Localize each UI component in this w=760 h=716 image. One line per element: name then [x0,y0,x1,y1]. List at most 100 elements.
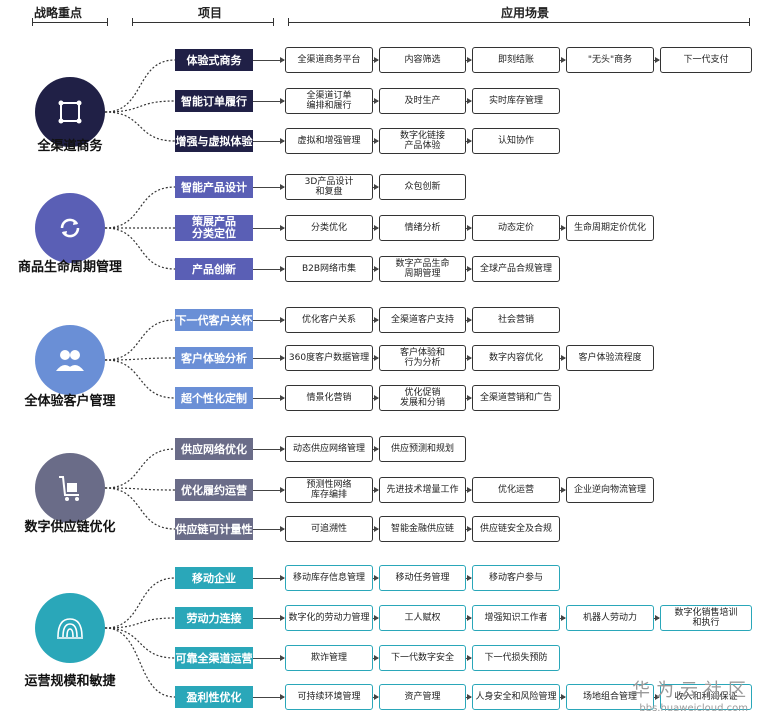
project-box: 盈利性优化 [175,686,253,708]
cycle-icon [60,218,80,238]
arrow-connector [654,694,660,700]
scenario-box: 下一代损失预防 [472,645,560,671]
arrow-connector [373,138,379,144]
scenario-box: 人身安全和风险管理 [472,684,560,710]
focus-circle-g1 [35,77,105,147]
arrow-connector [654,57,660,63]
curve-connector [104,359,176,399]
scenario-box: 先进技术增量工作 [379,477,466,503]
curve-connector [104,627,176,698]
header-focus: 战略重点 [33,6,82,20]
arrow-connector [560,694,566,700]
arrow-connector [253,487,285,493]
arrow-connector [466,57,472,63]
arrow-connector [253,615,285,621]
arrow-connector [373,184,379,190]
curve-connector [104,100,176,113]
arrow-connector [373,655,379,661]
focus-circle-g2 [35,193,105,263]
scenario-box: 动态定价 [472,215,560,241]
scenario-box: 全渠道商务平台 [285,47,373,73]
scenario-box: 资产管理 [379,684,466,710]
scenario-box: 社会营销 [472,307,560,333]
scenario-box: 移动客户参与 [472,565,560,591]
project-box: 移动企业 [175,567,253,589]
arrow-connector [253,57,285,63]
rings-icon [57,618,83,639]
scenario-box: "无头"商务 [566,47,654,73]
scenario-box: 供应预测和规划 [379,436,466,462]
scenario-box: 数字内容优化 [472,345,560,371]
scenario-box: 客户体验和 行为分析 [379,345,466,371]
scenario-box: 及时生产 [379,88,466,114]
arrow-connector [560,225,566,231]
arrow-connector [253,225,285,231]
arrow-connector [253,694,285,700]
scenario-box: 情景化营销 [285,385,373,411]
project-box: 客户体验分析 [175,347,253,369]
scenario-box: 虚拟和增强管理 [285,128,373,154]
curve-connector [104,487,176,530]
scenario-box: 分类优化 [285,215,373,241]
focus-label: 全渠道商务 [37,139,103,154]
scenario-box: 优化运营 [472,477,560,503]
focus-circle-g5 [35,593,105,663]
scenario-box: B2B网络市集 [285,256,373,282]
scenario-box: 智能金融供应链 [379,516,466,542]
arrow-connector [373,98,379,104]
project-box: 增强与虚拟体验 [175,130,253,152]
watermark-text: 华为云社区 [632,680,752,701]
arrow-connector [253,395,285,401]
scenario-box: 数字产品生命 周期管理 [379,256,466,282]
scenario-box: 全渠道营销和广告 [472,385,560,411]
curve-connector [104,577,176,629]
curve-connector [104,227,176,270]
scenario-box: 数字化链接 产品体验 [379,128,466,154]
scenario-box: 可追溯性 [285,516,373,542]
arrow-connector [654,615,660,621]
arrow-connector [466,655,472,661]
scenario-box: 移动任务管理 [379,565,466,591]
arrow-connector [466,694,472,700]
arrow-connector [466,526,472,532]
curve-connector [104,357,176,361]
scenario-box: 增强知识工作者 [472,605,560,631]
arrow-connector [466,138,472,144]
scenario-box: 即刻结账 [472,47,560,73]
scenario-box: 客户体验流程度 [566,345,654,371]
arrow-connector [373,395,379,401]
scenario-box: 内容筛选 [379,47,466,73]
scenario-box: 全球产品合规管理 [472,256,560,282]
scenario-box: 预测性网络 库存编排 [285,477,373,503]
project-box: 超个性化定制 [175,387,253,409]
scenario-box: 企业逆向物流管理 [566,477,654,503]
scenario-box: 收入和利润保证 [660,684,752,710]
arrow-connector [560,615,566,621]
scenario-box: 生命周期定价优化 [566,215,654,241]
arrow-connector [560,487,566,493]
arrow-connector [373,694,379,700]
scenario-box: 工人赋权 [379,605,466,631]
arrow-connector [466,317,472,323]
focus-label: 运营规模和敏捷 [24,674,116,689]
project-box: 下一代客户关怀 [175,309,253,331]
arrow-connector [466,615,472,621]
scenario-box: 机器人劳动力 [566,605,654,631]
scenario-box: 场地组合管理 [566,684,654,710]
arrow-connector [560,57,566,63]
project-box: 策展产品 分类定位 [175,215,253,241]
arrow-connector [466,355,472,361]
curve-connector [104,627,176,659]
curve-connector [104,186,176,229]
arrow-connector [253,526,285,532]
arrow-connector [466,98,472,104]
arrow-connector [253,355,285,361]
scenario-box: 认知协作 [472,128,560,154]
header-focus-bracket [32,18,108,26]
project-box: 智能产品设计 [175,176,253,198]
focus-circle-g4 [35,453,105,523]
project-box: 体验式商务 [175,49,253,71]
arrow-connector [253,446,285,452]
scenario-box: 情绪分析 [379,215,466,241]
arrow-connector [466,395,472,401]
